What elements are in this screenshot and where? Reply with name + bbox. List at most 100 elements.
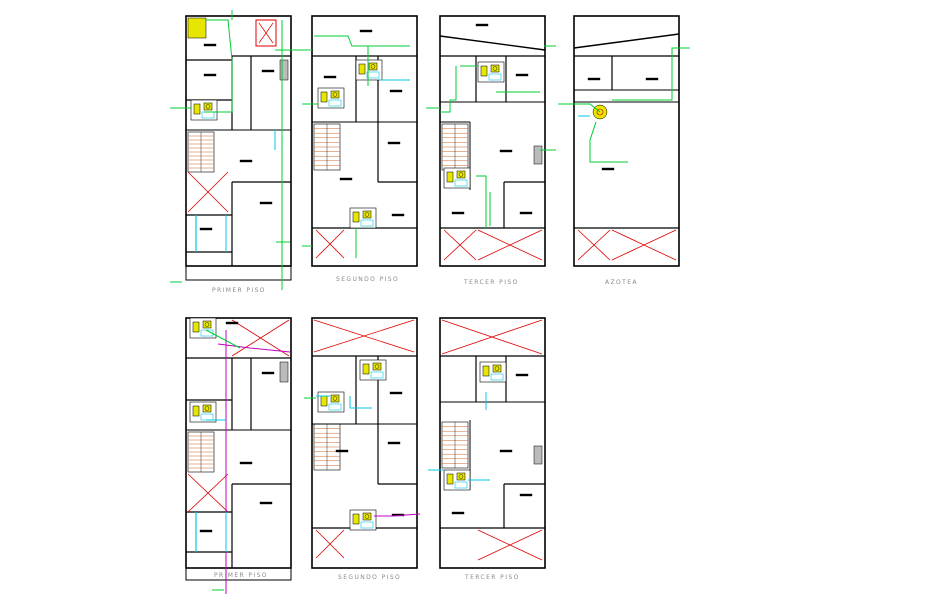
room-tag [323,75,337,79]
plan-label-segundo-piso-top: SEGUNDO PISO [336,276,400,283]
room-tag [261,69,275,73]
room-tag [587,77,601,81]
tank-x [258,22,274,44]
water-pipe [476,175,487,228]
bath-2-toilet [320,395,328,407]
bath-2 [443,167,471,189]
bath-1-toilet [193,103,201,115]
room-tag [451,211,465,215]
plan-tercer-piso-top-outer-wall [439,15,546,267]
water-pipe [204,19,233,113]
void-b [231,319,290,357]
cold-pipe [349,396,372,409]
bath-2-drain [332,92,338,97]
plan-azotea-top [558,15,690,267]
bath-2 [317,87,345,109]
bath-1-toilet [358,63,366,75]
bath-2-drain [458,474,464,479]
room-tag [389,391,403,395]
sidewalk [185,567,292,581]
void-b [477,529,543,561]
bath-0-sink [202,320,212,329]
plan-primer-piso-bottom [185,317,292,594]
kitchen-counter [533,445,543,465]
room-tag [515,73,529,77]
plan-primer-piso-top [170,10,300,290]
room-tag [199,227,213,231]
bath-1-drain [204,406,210,411]
void-b [577,229,611,261]
bath-2-toilet [446,473,454,485]
void-b [187,473,229,513]
void-b [187,171,229,213]
bath-2 [317,391,345,413]
room-tag [387,141,401,145]
bath-1 [190,99,218,121]
room-tag [203,73,217,77]
bath-3-sink [362,210,372,219]
plan-label-tercer-piso-bottom: TERCER PISO [465,574,520,581]
bath-2-shower [328,403,342,411]
bath-1 [189,401,217,423]
bath-1-drain [492,66,498,71]
bath-1-shower [366,71,380,79]
void-b [315,229,345,259]
stairs [313,123,341,171]
bath-1-sink [368,62,378,71]
water-pipe [205,329,241,349]
roof-edge [573,33,680,49]
void-b [315,529,345,559]
void-b [441,319,543,355]
bath-1-toilet [192,405,200,417]
bath-3-drain [364,514,370,519]
bath-2-shower [454,179,468,187]
room-tag [515,373,529,377]
bath-2-toilet [446,171,454,183]
hot-pipe [217,343,291,353]
plan-label-segundo-piso-bottom: SEGUNDO PISO [338,574,402,581]
bath-2-sink [456,472,466,481]
bath-3-shower [360,219,374,227]
room-tag [601,167,615,171]
bath-1-shower [490,373,504,381]
plan-label-tercer-piso-top: TERCER PISO [464,279,519,286]
bath-1-sink [492,364,502,373]
sidewalk [185,265,292,281]
plan-segundo-piso-top [300,15,418,267]
kitchen-counter [533,145,543,165]
hot-pipe [374,513,421,517]
plan-primer-piso-bottom-outer-wall [185,317,292,569]
bath-2-shower [328,99,342,107]
bath-1-drain [374,364,380,369]
room-tag [389,89,403,93]
bath-2-sink [456,170,466,179]
bath-3-sink [362,512,372,521]
room-tag [259,501,273,505]
room-tag [259,201,273,205]
bath-1-sink [203,102,213,111]
bath-1-drain [370,64,376,69]
bath-2-drain [332,396,338,401]
water-pipe [440,66,457,113]
bath-2 [443,469,471,491]
room-tag [519,493,533,497]
void-b [313,319,415,353]
roof-edge [439,35,546,51]
plan-tercer-piso-bottom [428,317,546,569]
water-pipe [558,103,601,113]
bath-0-drain [204,322,210,327]
bath-2-drain [458,172,464,177]
plan-label-primer-piso-bottom: PRIMER PISO [214,572,268,579]
void-b [611,229,677,261]
void-b [443,229,477,261]
plan-tercer-piso-top [426,15,556,267]
stairs [187,131,215,173]
plan-primer-piso-top-outer-wall [185,15,292,267]
room-tag [391,213,405,217]
room-tag [203,43,217,47]
room-tag [261,371,275,375]
bath-1-shower [488,73,502,81]
bath-3-toilet [352,513,360,525]
stairs [187,431,215,473]
bath-3-drain [364,212,370,217]
